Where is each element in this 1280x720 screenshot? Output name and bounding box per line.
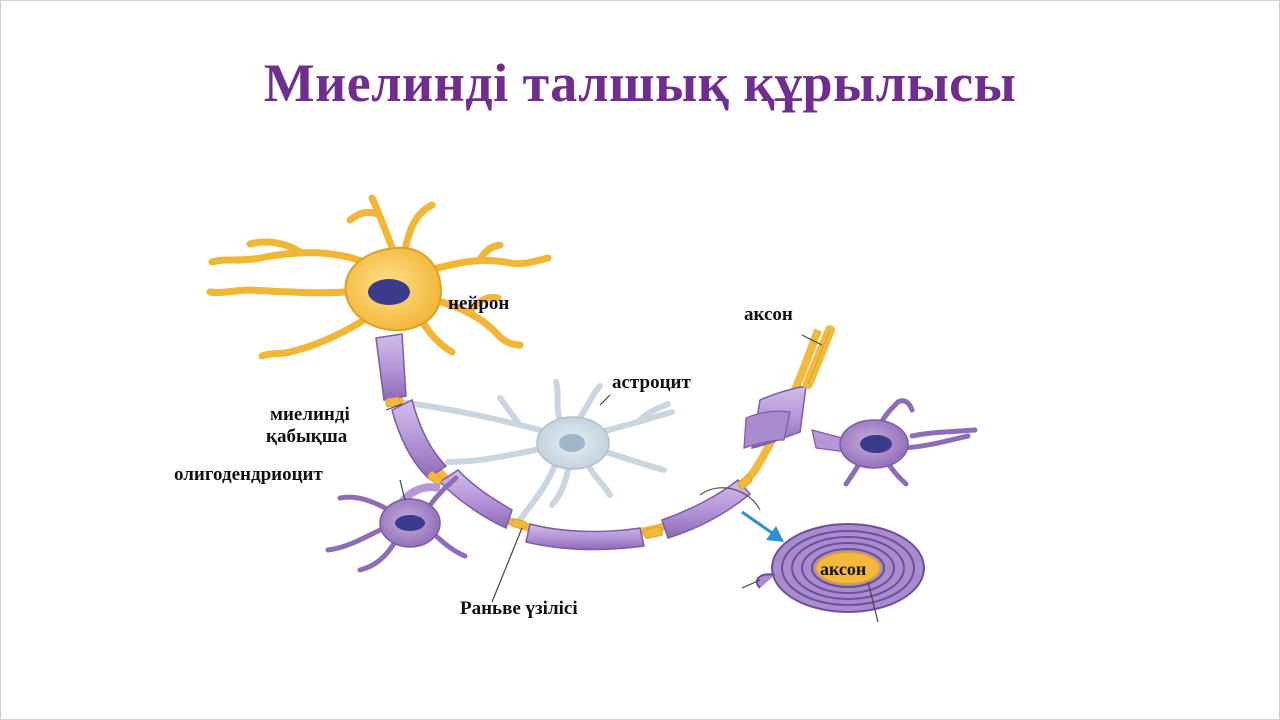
label-oligodendrocyte: олигодендриоцит xyxy=(174,464,323,485)
myelin-segment xyxy=(375,333,407,401)
label-axon-top: аксон xyxy=(744,304,793,325)
myelin-cross-section xyxy=(699,487,925,613)
label-node-of-ranvier: Раньве үзілісі xyxy=(460,598,578,619)
ranvier-node xyxy=(643,526,663,539)
ranvier-node xyxy=(511,518,527,530)
nodes-of-ranvier xyxy=(385,396,753,539)
myelin-unwrapping-layer xyxy=(743,410,791,449)
label-myelin-line1: миелинді xyxy=(270,404,350,425)
neuron-cell xyxy=(206,194,552,360)
arrow-line xyxy=(741,510,776,537)
astrocyte-nucleus xyxy=(559,434,585,452)
axon-cross-section xyxy=(815,551,881,585)
leader-lines xyxy=(385,334,879,623)
arrow-head-icon xyxy=(766,526,784,542)
oligodendrocyte-nucleus xyxy=(395,515,425,531)
astrocyte-processes xyxy=(397,379,675,523)
oligodendrocyte-cell-right xyxy=(811,398,978,487)
label-axon-cross-section: аксон xyxy=(820,559,866,579)
neuron-nucleus xyxy=(368,279,410,305)
myelin-segment xyxy=(438,469,513,530)
myelin-segment xyxy=(661,478,752,539)
label-neuron: нейрон xyxy=(448,293,509,314)
ranvier-node xyxy=(385,396,401,408)
slide-title: Миелинді талшық құрылысы xyxy=(263,53,1017,113)
myelinated-axon xyxy=(375,325,835,551)
label-myelin-line2: қабықша xyxy=(266,426,348,447)
oligodendrocyte-right-nucleus xyxy=(860,435,892,453)
oligodendrocyte-cell xyxy=(325,475,468,573)
ranvier-node xyxy=(737,474,753,490)
myelin-segment xyxy=(525,523,645,551)
astrocyte-cell xyxy=(397,379,675,523)
myelin-sheath-segments xyxy=(375,333,752,551)
ranvier-node xyxy=(427,470,443,486)
label-astrocyte: астроцит xyxy=(612,372,691,393)
myelin-segment xyxy=(391,398,448,479)
